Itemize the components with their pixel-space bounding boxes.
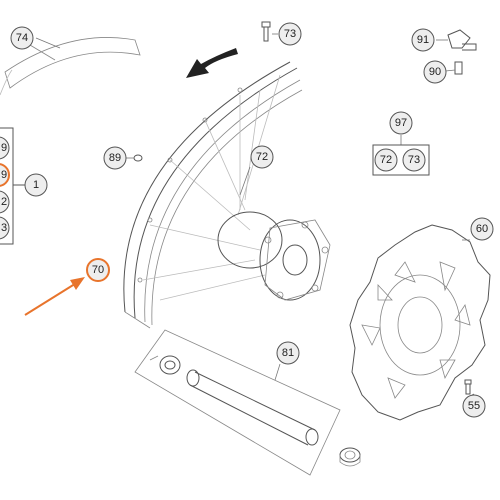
callout-73-top: 73 [278,22,302,46]
svg-text:74: 74 [16,32,28,44]
bolt-part [464,379,472,395]
callout-left-4: 3 [0,216,10,240]
wheel-hub [217,211,331,301]
wheel-rim [123,61,303,329]
callout-81: 81 [276,341,300,365]
callout-72: 72 [250,145,274,169]
callout-89: 89 [103,146,127,170]
callout-90: 90 [423,60,447,84]
screw-part [261,21,271,42]
axle-assembly [134,329,341,476]
svg-text:70: 70 [92,264,104,276]
leader-lines [35,33,475,396]
callout-1: 1 [24,173,48,197]
svg-text:55: 55 [468,400,480,412]
callout-74: 74 [10,26,34,50]
wheel-spokes [142,74,281,301]
pointer-arrow-icon [24,277,85,316]
svg-text:72: 72 [256,151,268,163]
ball-part [133,154,143,162]
svg-text:72: 72 [380,154,392,166]
callout-left-3: 2 [0,190,10,214]
callout-left-2-highlighted: 9 [0,163,10,187]
svg-text:3: 3 [1,222,7,234]
svg-text:9: 9 [1,169,7,181]
brake-disc [349,224,491,421]
svg-text:97: 97 [395,117,407,129]
svg-text:90: 90 [429,66,441,78]
fender-part [0,37,141,96]
direction-arrow-icon [186,48,238,78]
svg-text:81: 81 [282,347,294,359]
svg-text:73: 73 [284,28,296,40]
callout-97: 97 [389,111,413,135]
callout-left-1: 9 [0,136,10,160]
callout-97-sub-72: 72 [374,148,398,172]
callout-60: 60 [470,217,494,241]
axle-nut [339,447,361,467]
svg-text:91: 91 [417,34,429,46]
left-group-bracket [0,127,25,245]
callout-55: 55 [462,394,486,418]
callout-70-highlighted: 70 [86,258,110,282]
svg-text:1: 1 [33,179,39,191]
callout-97-sub-73: 73 [402,148,426,172]
svg-text:73: 73 [408,154,420,166]
callout-91: 91 [411,28,435,52]
svg-text:89: 89 [109,152,121,164]
svg-text:2: 2 [1,196,7,208]
valve-part [447,29,477,75]
svg-text:9: 9 [1,142,7,154]
svg-text:60: 60 [476,223,488,235]
